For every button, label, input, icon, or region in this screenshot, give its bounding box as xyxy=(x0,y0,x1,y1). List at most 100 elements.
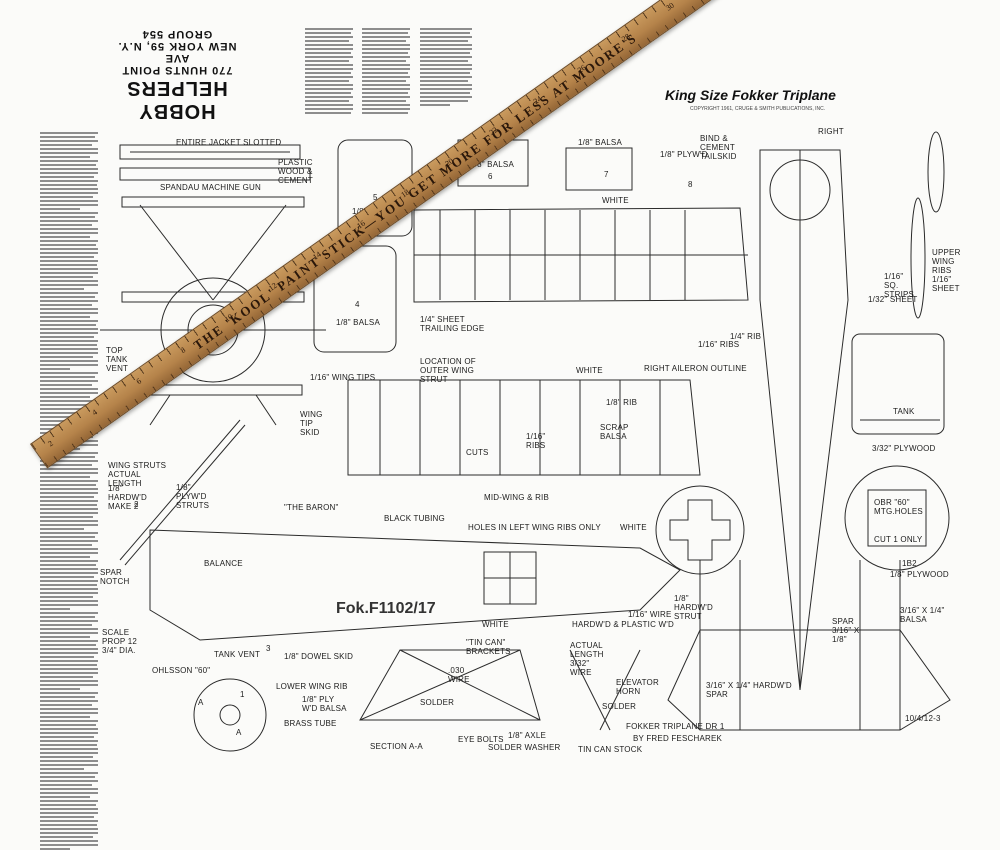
label-elevator-horn: ELEVATOR HORN xyxy=(616,678,659,696)
label-white-roundel: WHITE xyxy=(620,523,647,532)
label-wire-116: 1/16" WIRE xyxy=(628,610,672,619)
upper-wing-drawing xyxy=(413,207,749,303)
plan-linework xyxy=(100,131,951,752)
label-wing-tip-skid: WING TIP SKID xyxy=(300,410,323,437)
ruler-number: 4 xyxy=(90,407,99,418)
label-eye-bolts: EYE BOLTS xyxy=(458,735,504,744)
label-scale-prop: SCALE PROP 12 3/4" DIA. xyxy=(102,628,138,655)
label-tin-can-stock: TIN CAN STOCK xyxy=(578,745,643,754)
article-text-column-2 xyxy=(305,28,355,118)
label-balsa-7: 1/8" BALSA xyxy=(578,138,622,147)
ruler-number: 30 xyxy=(664,0,676,13)
label-white-mid: WHITE xyxy=(576,366,603,375)
label-spandau: SPANDAU MACHINE GUN xyxy=(160,183,261,192)
label-num-8: 8 xyxy=(688,180,693,189)
label-num-4: 4 xyxy=(355,300,360,309)
label-cuts: CUTS xyxy=(466,448,489,457)
label-tin-can: "TIN CAN" BRACKETS xyxy=(466,638,511,656)
label-plywood-332: 3/32" PLYWOOD xyxy=(872,444,936,453)
article-text-column-4 xyxy=(420,28,475,108)
label-section-aa: SECTION A-A xyxy=(370,742,423,751)
label-cut-1-only: CUT 1 ONLY xyxy=(874,535,923,544)
author-line2: BY FRED FESCHAREK xyxy=(633,734,723,743)
label-lower-wing-rib: LOWER WING RIB xyxy=(276,682,348,691)
article-text-column-3 xyxy=(362,28,412,118)
label-rib-14: 1/4" RIB xyxy=(730,332,762,341)
engine-mount-drawing xyxy=(844,465,950,571)
label-entire-jacket: ENTIRE JACKET SLOTTED xyxy=(176,138,282,147)
label-mid-wing-rib: MID-WING & RIB xyxy=(484,493,550,502)
label-balsa-316: 3/16" X 1/4" BALSA xyxy=(900,606,945,624)
stamp-line4: GROUP 554 xyxy=(141,28,213,40)
label-num-a1: A xyxy=(198,698,204,707)
label-wing-struts: WING STRUTS ACTUAL LENGTH xyxy=(108,461,167,488)
label-num-1b2: 1B2 xyxy=(902,559,917,568)
label-num-1: 1 xyxy=(240,690,245,699)
label-ribs-116: 1/16" RIBS xyxy=(526,432,546,450)
label-plywd-balsa: 1/8" PLY W'D BALSA xyxy=(302,695,347,713)
stamp-line1: HOBBY HELPERS xyxy=(126,77,228,122)
label-white-fus: WHITE xyxy=(482,620,509,629)
label-sheet-trailing: 1/4" SHEET TRAILING EDGE xyxy=(420,315,485,333)
label-solder-2: SOLDER xyxy=(602,702,637,711)
label-actual-length: ACTUAL LENGTH 3/32" WIRE xyxy=(570,641,604,677)
roundel-drawing xyxy=(655,485,745,575)
plan-title: King Size Fokker Triplane xyxy=(665,87,836,103)
label-sheet-132: 1/32" SHEET xyxy=(868,295,918,304)
label-right: RIGHT xyxy=(818,127,844,136)
stamp-line3: NEW YORK 59, N.Y. xyxy=(117,40,237,52)
label-solder-1: SOLDER xyxy=(420,698,455,707)
label-num-7: 7 xyxy=(604,170,609,179)
label-hardwd-strut: 1/8" HARDW'D STRUT xyxy=(674,594,713,621)
label-ohlsson: OHLSSON "60" xyxy=(152,666,211,675)
stamp-line2: 770 HUNTS POINT AVE xyxy=(121,52,233,76)
label-tank: TANK xyxy=(893,407,915,416)
label-axle: 1/8" AXLE xyxy=(508,731,546,740)
label-hardwd-plastic: HARDW'D & PLASTIC W'D xyxy=(572,620,674,629)
label-solder-washer: SOLDER WASHER xyxy=(488,743,561,752)
author-line1: FOKKER TRIPLANE DR 1 xyxy=(626,722,725,731)
registration-marking: Fok.F1102/17 xyxy=(336,600,436,617)
fuselage-side-view-drawing xyxy=(149,529,681,752)
label-bind-cement: BIND & CEMENT TAILSKID xyxy=(700,134,737,161)
label-scrap-balsa: SCRAP BALSA xyxy=(600,423,629,441)
label-num-2: 2 xyxy=(134,500,139,509)
label-num-6: 6 xyxy=(488,172,493,181)
label-sq-strips: 1/16" SQ. STRIPS xyxy=(884,272,915,299)
label-num-5: 5 xyxy=(373,193,378,202)
label-top-tank-vent: TOP TANK VENT xyxy=(106,346,129,373)
sheet-ref: 10/4/12-3 xyxy=(905,714,941,723)
label-obr60: OBR "60" MTG.HOLES xyxy=(874,498,923,516)
ruler-number: 6 xyxy=(134,376,144,387)
label-spar: SPAR 3/16" X 1/8" xyxy=(832,617,860,644)
label-plastic-wood: PLASTIC WOOD & CEMENT xyxy=(278,158,313,185)
label-location-strut: LOCATION OF OUTER WING STRUT xyxy=(420,357,476,384)
hobby-helpers-stamp: HOBBY HELPERS 770 HUNTS POINT AVE NEW YO… xyxy=(112,28,242,122)
label-spar-hardwd: 3/16" X 1/4" HARDW'D SPAR xyxy=(706,681,792,699)
label-spar-notch: SPAR NOTCH xyxy=(100,568,130,586)
ruler-number: 8 xyxy=(178,345,188,356)
label-the-baron: "THE BARON" xyxy=(284,503,339,512)
ruler-number: 2 xyxy=(46,438,55,449)
label-upper-wing-ribs: UPPER WING RIBS 1/16" SHEET xyxy=(932,248,961,293)
label-tank-vent: TANK VENT xyxy=(214,650,261,659)
label-plywd-tailskid: 1/8" PLYW'D xyxy=(660,150,708,159)
tailplane-drawing xyxy=(667,560,951,731)
mid-wing-drawing xyxy=(347,379,701,476)
label-balance: BALANCE xyxy=(204,559,243,568)
label-hardwd-make2: 1/8" HARDW'D MAKE 2 xyxy=(108,484,147,511)
label-wing-tips: 1/16" WING TIPS xyxy=(310,373,376,382)
label-plywd-struts: 1/8" PLYW'D STRUTS xyxy=(176,483,210,510)
label-rib-18: 1/8" RIB xyxy=(606,398,638,407)
label-right-aileron: RIGHT AILERON OUTLINE xyxy=(644,364,747,373)
label-dowel-skid: 1/8" DOWEL SKID xyxy=(284,652,354,661)
landing-gear-drawing xyxy=(359,649,641,731)
label-plywood-18: 1/8" PLYWOOD xyxy=(890,570,949,579)
label-black-tubing: BLACK TUBING xyxy=(384,514,445,523)
label-wire-030: .030 WIRE xyxy=(448,666,470,684)
label-holes-left: HOLES IN LEFT WING RIBS ONLY xyxy=(468,523,601,532)
label-white-top: WHITE xyxy=(602,196,629,205)
fuselage-top-view-drawing xyxy=(759,149,849,691)
wing-strut-drawing xyxy=(119,419,246,566)
spandau-gun-drawing xyxy=(119,144,311,181)
